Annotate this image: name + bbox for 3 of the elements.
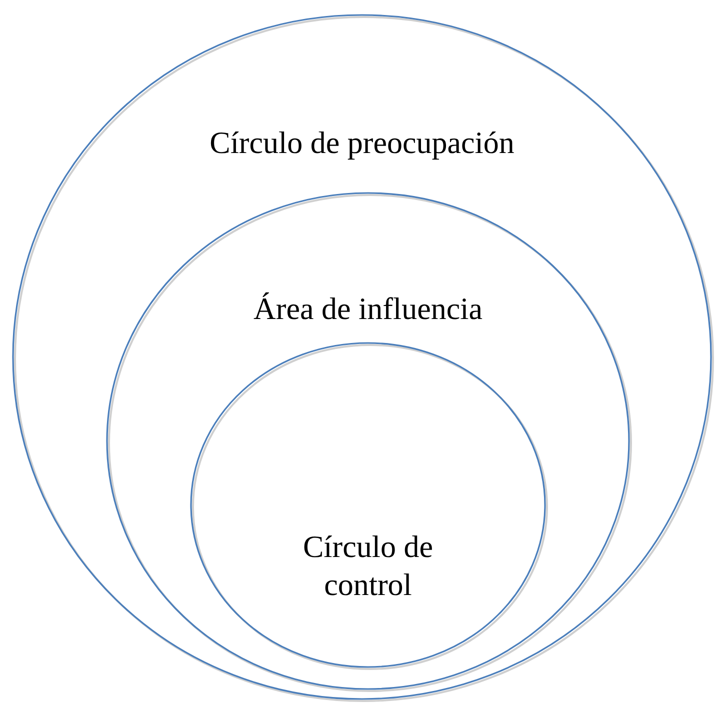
circle-label: Área de influencia bbox=[252, 290, 484, 328]
circle-label: Círculo de preocupación bbox=[208, 124, 516, 162]
circle-label: Círculo de control bbox=[302, 528, 434, 604]
